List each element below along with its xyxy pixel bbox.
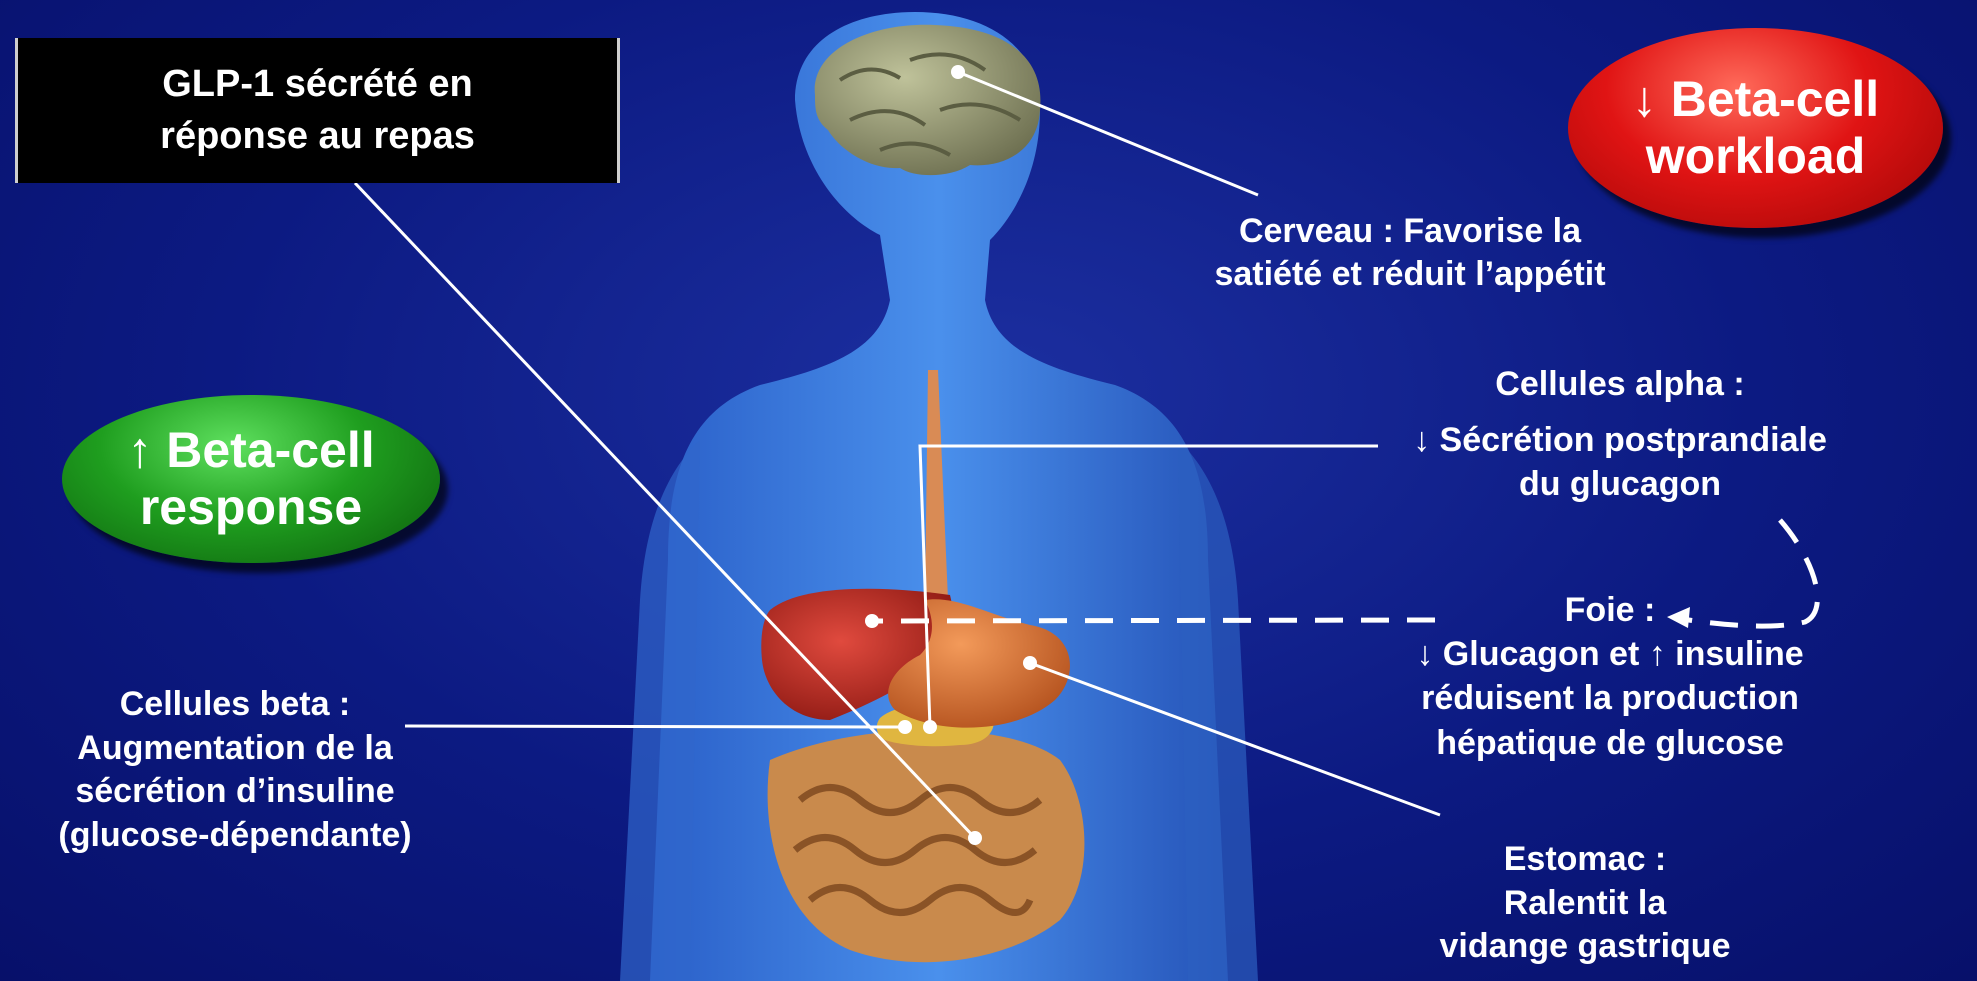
alpha-label-line3: du glucagon	[1360, 462, 1880, 506]
connector-beta	[405, 726, 905, 727]
response-line2: response	[140, 479, 362, 537]
stomach-label-line1: Estomac :	[1355, 838, 1815, 882]
beta-label-line2: Augmentation de la	[0, 727, 470, 771]
alpha-label-line2: ↓ Sécrétion postprandiale	[1360, 418, 1880, 462]
brain-label: Cerveau : Favorise la satiété et réduit …	[1120, 210, 1700, 295]
beta-label-line3: sécrétion d’insuline	[0, 770, 470, 814]
beta-label-line4: (glucose-dépendante)	[0, 814, 470, 858]
glp1-line1: GLP-1 sécrété en	[162, 59, 472, 110]
glp1-secretion-box: GLP-1 sécrété en réponse au repas	[15, 38, 620, 183]
beta-cell-response-badge: ↑ Beta-cell response	[62, 395, 440, 563]
liver-label-line1: Foie :	[1320, 588, 1900, 632]
workload-line1: ↓ Beta-cell	[1632, 71, 1879, 129]
brain-label-line1: Cerveau : Favorise la	[1120, 210, 1700, 253]
liver-label-line3: réduisent la production	[1320, 676, 1900, 720]
beta-cells-label: Cellules beta : Augmentation de la sécré…	[0, 683, 470, 857]
stomach-label-line3: vidange gastrique	[1355, 925, 1815, 969]
response-line1: ↑ Beta-cell	[127, 422, 374, 480]
liver-label-line4: hépatique de glucose	[1320, 721, 1900, 765]
stomach-label: Estomac : Ralentit la vidange gastrique	[1355, 838, 1815, 969]
liver-label-line2: ↓ Glucagon et ↑ insuline	[1320, 632, 1900, 676]
beta-cell-workload-badge: ↓ Beta-cell workload	[1568, 28, 1943, 228]
stomach-label-line2: Ralentit la	[1355, 882, 1815, 926]
alpha-cells-label: Cellules alpha : ↓ Sécrétion postprandia…	[1360, 362, 1880, 507]
alpha-label-line1: Cellules alpha :	[1360, 362, 1880, 406]
workload-line2: workload	[1646, 128, 1865, 186]
brain-label-line2: satiété et réduit l’appétit	[1120, 253, 1700, 296]
glp1-line2: réponse au repas	[160, 111, 475, 162]
liver-label: Foie : ↓ Glucagon et ↑ insuline réduisen…	[1320, 588, 1900, 765]
beta-label-line1: Cellules beta :	[0, 683, 470, 727]
